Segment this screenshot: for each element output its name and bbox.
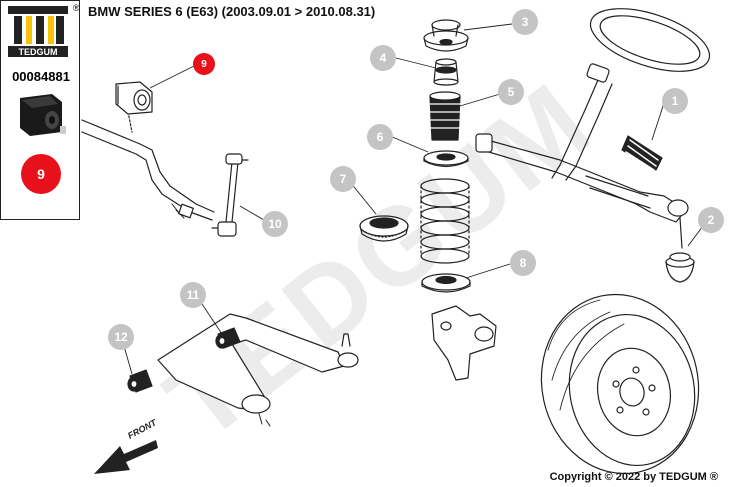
- callout-8[interactable]: 8: [510, 250, 536, 276]
- top-mount-drawing: [423, 19, 469, 52]
- steering-knuckle-drawing: [431, 305, 497, 381]
- part-thumbnail-image: [20, 94, 66, 136]
- part-number: 00084881: [12, 69, 70, 84]
- tedgum-brand-text: TEDGUM: [19, 47, 58, 57]
- callout-4[interactable]: 4: [370, 45, 396, 71]
- steering-boot-drawing: [621, 135, 663, 171]
- control-arm-drawing: [157, 313, 359, 427]
- callout-5[interactable]: 5: [498, 79, 524, 105]
- callout-11[interactable]: 11: [180, 282, 206, 308]
- dust-boot-drawing: [429, 91, 461, 141]
- front-direction-arrow: [94, 440, 158, 474]
- stabilizer-bushing-drawing: [115, 81, 153, 115]
- callout-6[interactable]: 6: [367, 124, 393, 150]
- tedgum-logo-mark: [8, 6, 68, 57]
- callout-9[interactable]: 9: [193, 53, 215, 75]
- selected-position-badge[interactable]: 9: [21, 154, 61, 194]
- stabilizer-bar-drawing: [81, 111, 215, 221]
- strut-bearing-drawing: [359, 215, 409, 242]
- steering-rack-drawing: [475, 133, 689, 249]
- leader-lines: [123, 23, 707, 375]
- copyright-notice: Copyright © 2022 by TEDGUM ®: [549, 471, 718, 483]
- registered-mark: ®: [73, 3, 80, 13]
- callout-12[interactable]: 12: [108, 324, 134, 350]
- lower-spring-seat-drawing: [421, 273, 471, 293]
- vehicle-title: BMW SERIES 6 (E63) (2003.09.01 > 2010.08…: [88, 4, 376, 19]
- wheel-tire-drawing: [540, 293, 700, 475]
- callout-1[interactable]: 1: [662, 88, 688, 114]
- callout-10[interactable]: 10: [262, 211, 288, 237]
- bump-stop-drawing: [433, 58, 459, 86]
- arm-bushing-12-drawing: [127, 369, 153, 393]
- arm-bushing-11-drawing: [215, 327, 241, 349]
- callout-7[interactable]: 7: [330, 166, 356, 192]
- part-info-panel: ® 00084881 9: [0, 0, 80, 220]
- stabilizer-link-drawing: [211, 153, 249, 237]
- coil-spring-drawing: [420, 178, 470, 264]
- callout-3[interactable]: 3: [512, 9, 538, 35]
- spring-seat-drawing: [423, 150, 469, 168]
- callout-2[interactable]: 2: [698, 207, 724, 233]
- watermark-text: TEDGUM: [144, 59, 614, 464]
- dust-cap-drawing: [665, 252, 695, 283]
